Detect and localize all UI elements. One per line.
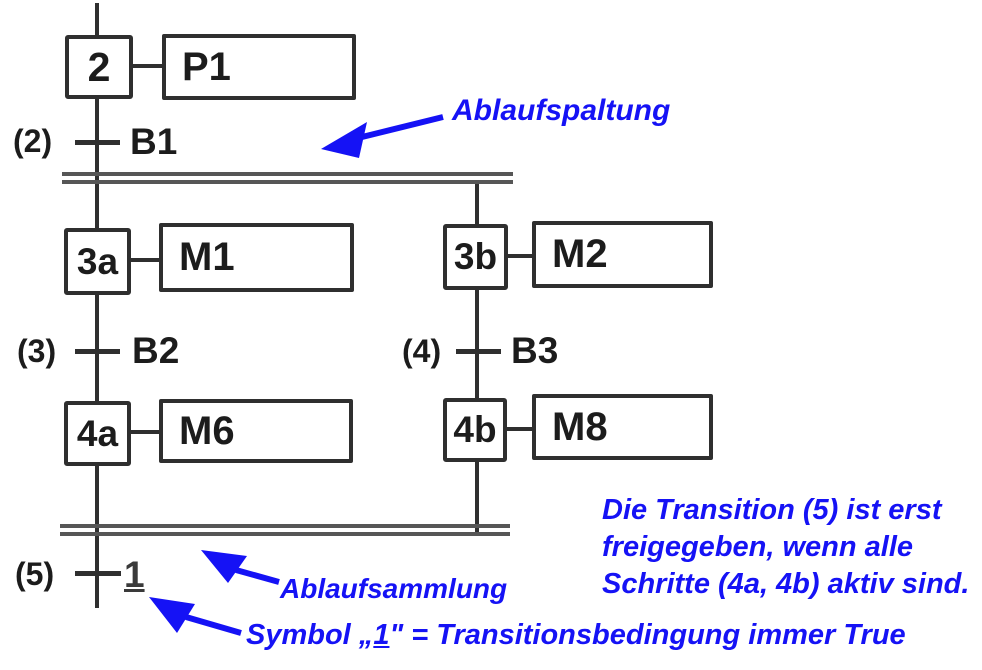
join-arrow [201, 550, 280, 585]
symbol-note-suffix: " = Transitionsbedingung immer True [389, 619, 906, 651]
connector-step3a-m1 [129, 258, 160, 262]
transition-2-number: (2) [13, 123, 53, 159]
step-label: 3a [76, 240, 119, 282]
step-label: 4b [453, 409, 497, 450]
step-label: 3b [453, 236, 498, 277]
action-label: M2 [552, 232, 608, 276]
symbol-note-symbol: 1 [373, 619, 390, 651]
action-label: M8 [552, 404, 608, 449]
transition-5-tick [75, 571, 121, 576]
step-label: 4a [76, 412, 119, 454]
step-box-2: 2 [65, 35, 133, 99]
step-box-3b: 3b [443, 224, 508, 290]
note-line-2: freigegeben, wenn alle [602, 531, 914, 563]
left-branch-line [95, 3, 99, 608]
connector-step4a-m6 [129, 430, 160, 434]
action-box-m6: M6 [159, 399, 353, 463]
transition-3-tick [75, 349, 120, 354]
action-label: M6 [179, 408, 235, 453]
symbol-note-prefix: Symbol „ [246, 619, 374, 651]
join-annotation-label: Ablaufsammlung [280, 573, 508, 604]
action-box-m1: M1 [159, 223, 354, 292]
action-label: M1 [179, 235, 235, 279]
action-box-m2: M2 [532, 221, 713, 288]
parallel-join-bar-top [60, 524, 510, 528]
note-line-1: Die Transition (5) ist erst [602, 494, 942, 526]
transition-4-number: (4) [402, 333, 442, 369]
transition-5-number: (5) [15, 556, 55, 592]
connector-step2-p1 [131, 64, 163, 68]
action-box-m8: M8 [532, 394, 713, 460]
step-box-4b: 4b [443, 398, 507, 462]
symbol-arrow [149, 597, 242, 636]
transition-4-tick [456, 349, 501, 354]
connector-step4b-m8 [505, 427, 533, 431]
transition-5-note: Die Transition (5) ist erst freigegeben,… [602, 492, 969, 603]
parallel-join-bar-bottom [60, 532, 510, 536]
action-box-p1: P1 [162, 34, 356, 100]
transition-3-number: (3) [17, 333, 57, 369]
transition-2-tick [75, 140, 120, 145]
step-box-4a: 4a [64, 401, 131, 466]
note-line-3: Schritte (4a, 4b) aktiv sind. [602, 568, 970, 600]
transition-5-condition-always-true: 1 [124, 554, 145, 595]
parallel-split-bar-top [62, 172, 513, 176]
step-label: 2 [87, 43, 111, 90]
step-box-3a: 3a [64, 228, 131, 295]
parallel-split-bar-bottom [62, 180, 513, 184]
symbol-note: Symbol „1" = Transitionsbedingung immer … [246, 619, 906, 652]
right-branch-line [475, 181, 479, 534]
connector-step3b-m2 [506, 254, 533, 258]
action-label: P1 [182, 44, 231, 89]
transition-3-condition: B2 [132, 330, 180, 371]
transition-2-condition: B1 [130, 121, 178, 162]
split-annotation-label: Ablaufspaltung [452, 94, 671, 127]
transition-4-condition: B3 [511, 330, 559, 371]
split-arrow [321, 114, 444, 158]
